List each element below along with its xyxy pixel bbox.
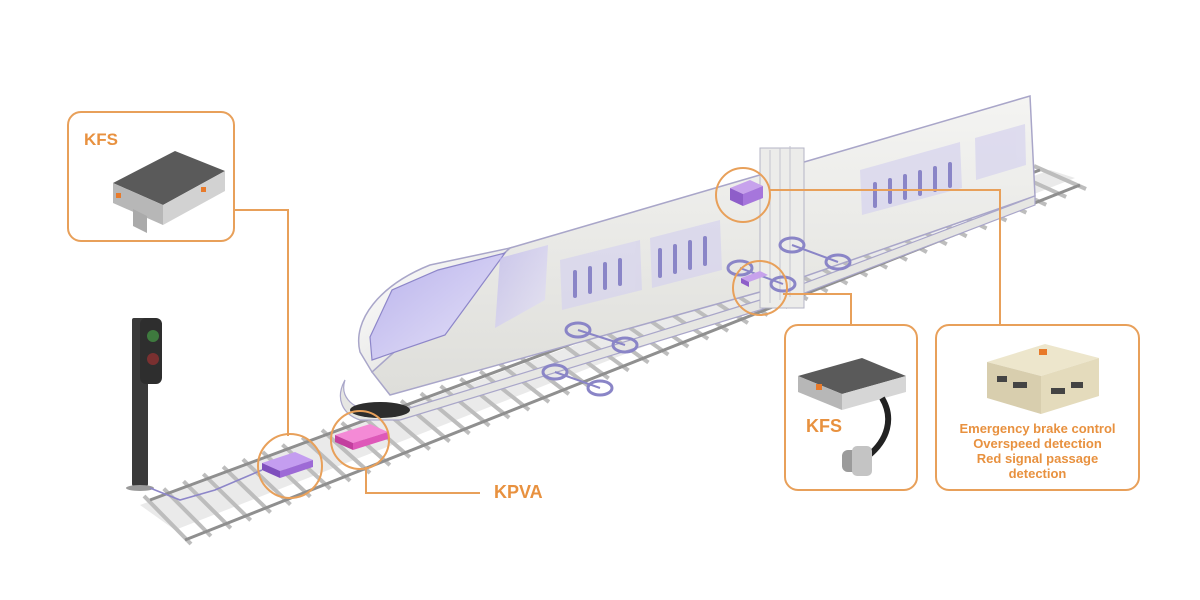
- kfs-label-top: KFS: [84, 130, 118, 149]
- track-sleeper: [142, 494, 193, 546]
- kfs-device-roof: [730, 180, 763, 206]
- track-sleeper: [201, 472, 253, 522]
- kfs-unit-image: [113, 151, 225, 233]
- track-sleeper: [419, 391, 471, 436]
- track-sleeper: [459, 377, 511, 420]
- feature-red-signal: Red signal passage: [976, 451, 1099, 466]
- track-sleeper: [300, 435, 352, 483]
- kpva-balise-purple: [262, 452, 313, 478]
- track-sleeper: [478, 369, 531, 412]
- kpva-balise-pink: [335, 424, 388, 450]
- feature-detection: detection: [1008, 466, 1067, 481]
- features-callout: Emergency brake control Overspeed detect…: [935, 324, 1140, 491]
- track-sleeper: [439, 384, 491, 428]
- feature-overspeed: Overspeed detection: [973, 436, 1102, 451]
- train-body: [339, 95, 1036, 421]
- kfs-callout-top: KFS: [67, 111, 235, 242]
- highlight-circles: [257, 167, 788, 499]
- kfs-callout-mid: KFS: [784, 324, 918, 491]
- leader-lines: [235, 189, 1001, 494]
- kfs-device-underframe: [741, 271, 768, 287]
- track-sleeper: [221, 465, 272, 514]
- signal-cable: [149, 469, 263, 501]
- control-unit-image: [987, 344, 1099, 414]
- kfs-label-mid: KFS: [806, 416, 842, 436]
- kfs-unit-with-connector-image: [798, 358, 906, 476]
- kpva-label: KPVA: [494, 482, 543, 502]
- track-sleeper: [498, 362, 551, 404]
- track-sleeper: [320, 428, 372, 475]
- track-sleeper: [182, 479, 233, 530]
- railway-signal: [126, 318, 162, 491]
- feature-emergency-brake: Emergency brake control: [959, 421, 1116, 436]
